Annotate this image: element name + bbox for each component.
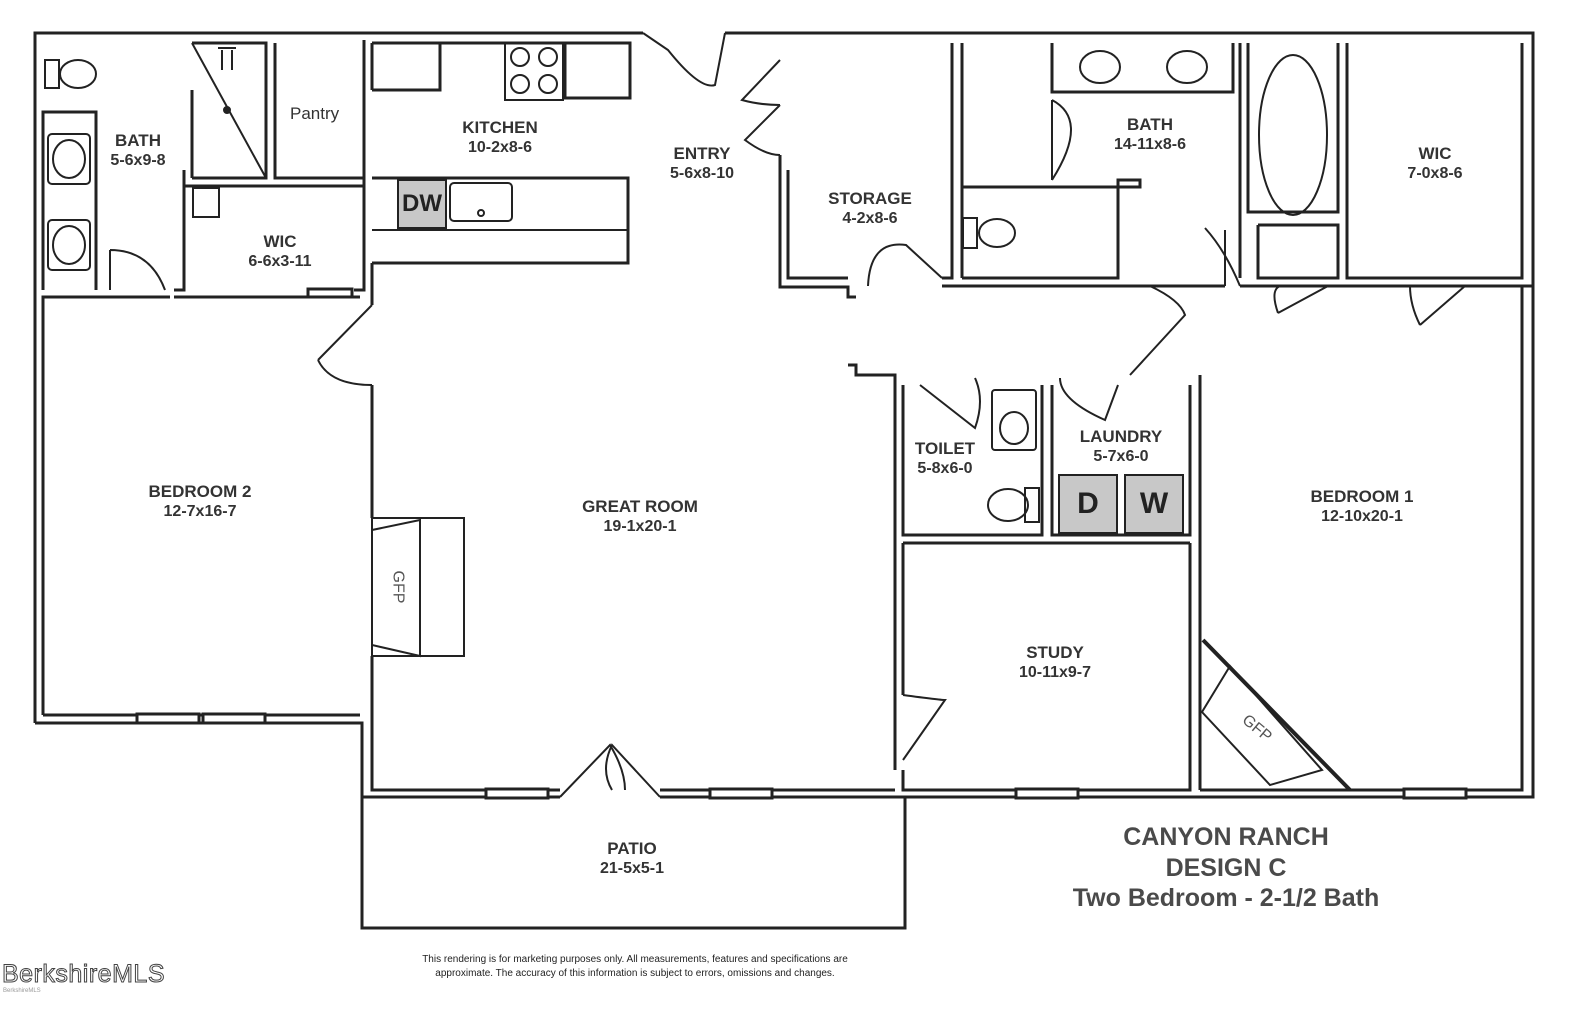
room-name: WIC xyxy=(263,232,297,251)
mls-small-text: BerkshireMLS xyxy=(3,988,41,994)
room-name: KITCHEN xyxy=(462,118,538,137)
room-dims: 14-11x8-6 xyxy=(1113,136,1187,154)
room-entry: ENTRY 5-6x8-10 xyxy=(652,143,752,184)
room-dims: 7-0x8-6 xyxy=(1407,165,1463,183)
room-dims: 10-11x9-7 xyxy=(1018,664,1092,682)
outer-wall xyxy=(33,31,643,723)
plan-title-line1: CANYON RANCH xyxy=(1123,823,1329,851)
fixtures xyxy=(44,42,1352,792)
room-name: STUDY xyxy=(1026,643,1084,662)
room-dims: 5-6x9-8 xyxy=(110,152,166,170)
room-name: BEDROOM 1 xyxy=(1310,487,1414,506)
room-dims: 12-7x16-7 xyxy=(163,503,237,521)
room-laundry: LAUNDRY 5-7x6-0 xyxy=(1066,426,1176,467)
mls-logo: BerkshireMLS xyxy=(2,960,166,989)
room-name: LAUNDRY xyxy=(1079,427,1163,446)
room-dims: 5-7x6-0 xyxy=(1093,448,1149,466)
room-name: WIC xyxy=(1418,144,1452,163)
appliances xyxy=(397,179,1184,534)
room-great-room: GREAT ROOM 19-1x20-1 xyxy=(560,496,720,537)
room-wic-left: WIC 6-6x3-11 xyxy=(235,231,325,272)
room-name: GREAT ROOM xyxy=(582,497,698,516)
room-pantry: Pantry xyxy=(290,104,340,123)
plan-title-line2: DESIGN C xyxy=(1165,853,1287,882)
room-dims: 6-6x3-11 xyxy=(248,253,312,271)
room-dims: 21-5x5-1 xyxy=(599,860,665,878)
room-name: BATH xyxy=(115,131,161,150)
room-dims: 5-6x8-10 xyxy=(669,165,735,183)
room-dims: 5-8x6-0 xyxy=(917,460,973,478)
outer-wall-top-right xyxy=(725,31,1535,799)
dishwasher-label: DW xyxy=(402,190,442,217)
windows xyxy=(135,287,1468,800)
room-name: TOILET xyxy=(914,439,976,458)
room-dims: 12-10x20-1 xyxy=(1321,508,1403,526)
room-name: PATIO xyxy=(607,839,657,858)
room-dims: 10-2x8-6 xyxy=(467,139,533,157)
room-kitchen: KITCHEN 10-2x8-6 xyxy=(440,117,560,158)
plan-title: CANYON RANCH DESIGN C Two Bedroom - 2-1/… xyxy=(1040,822,1412,914)
room-toilet: TOILET 5-8x6-0 xyxy=(905,438,985,479)
room-dims: 19-1x20-1 xyxy=(603,518,677,536)
disclaimer-line1: This rendering is for marketing purposes… xyxy=(422,954,848,965)
room-bedroom-1: BEDROOM 1 12-10x20-1 xyxy=(1292,486,1432,527)
fireplace-great-room-label: GFP xyxy=(389,570,407,604)
outer-wall-left-bottom xyxy=(35,721,560,799)
room-wic-right: WIC 7-0x8-6 xyxy=(1395,143,1475,184)
doors xyxy=(109,32,1466,798)
room-name: ENTRY xyxy=(673,144,731,163)
plan-title-line3: Two Bedroom - 2-1/2 Bath xyxy=(1072,884,1380,912)
room-bath-left: BATH 5-6x9-8 xyxy=(98,130,178,171)
room-study: STUDY 10-11x9-7 xyxy=(995,642,1115,683)
room-name: BEDROOM 2 xyxy=(148,482,252,501)
room-dims: 4-2x8-6 xyxy=(842,210,898,228)
room-bedroom-2: BEDROOM 2 12-7x16-7 xyxy=(130,481,270,522)
room-name: STORAGE xyxy=(828,189,912,208)
room-bath-master: BATH 14-11x8-6 xyxy=(1090,114,1210,155)
disclaimer: This rendering is for marketing purposes… xyxy=(380,953,890,980)
dryer-label: D xyxy=(1077,487,1099,520)
room-patio: PATIO 21-5x5-1 xyxy=(572,838,692,879)
washer-label: W xyxy=(1139,487,1169,520)
room-name: BATH xyxy=(1127,115,1173,134)
disclaimer-line2: approximate. The accuracy of this inform… xyxy=(435,967,835,979)
room-storage: STORAGE 4-2x8-6 xyxy=(810,188,930,229)
